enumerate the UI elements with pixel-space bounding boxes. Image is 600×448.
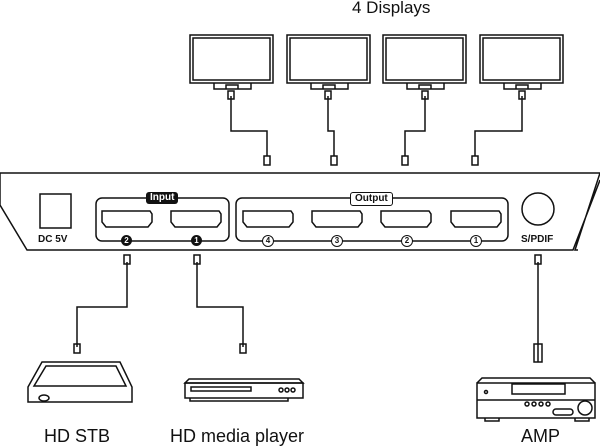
source-label-stb: HD STB [44,426,111,446]
input-port-number: 1 [191,235,202,246]
input-group-label: Input [146,192,179,204]
output-port-number: 4 [262,235,274,247]
input-port-number: 2 [121,235,132,246]
dc-port [39,193,72,229]
diagram-title: 4 Displays [352,0,431,17]
display-1 [189,34,274,90]
set-top-box-icon [27,361,133,403]
switch-body [0,172,600,251]
output-port-number: 1 [470,235,482,247]
display-cables [227,90,526,166]
hdmi-ports [101,210,502,228]
display-3 [382,34,467,90]
dc-power-label: DC 5V [38,234,68,245]
spdif-port [521,192,555,226]
display-4 [479,34,564,90]
output-port-number: 2 [401,235,413,247]
amplifier-icon [476,377,596,422]
source-label-media-player: HD media player [170,426,305,446]
output-group-label: Output [350,192,393,206]
input-group [95,197,230,242]
audio-sink-label: AMP [521,426,561,446]
media-player-icon [183,378,305,402]
display-2 [286,34,371,90]
output-port-number: 3 [331,235,343,247]
spdif-label: S/PDIF [521,234,554,245]
